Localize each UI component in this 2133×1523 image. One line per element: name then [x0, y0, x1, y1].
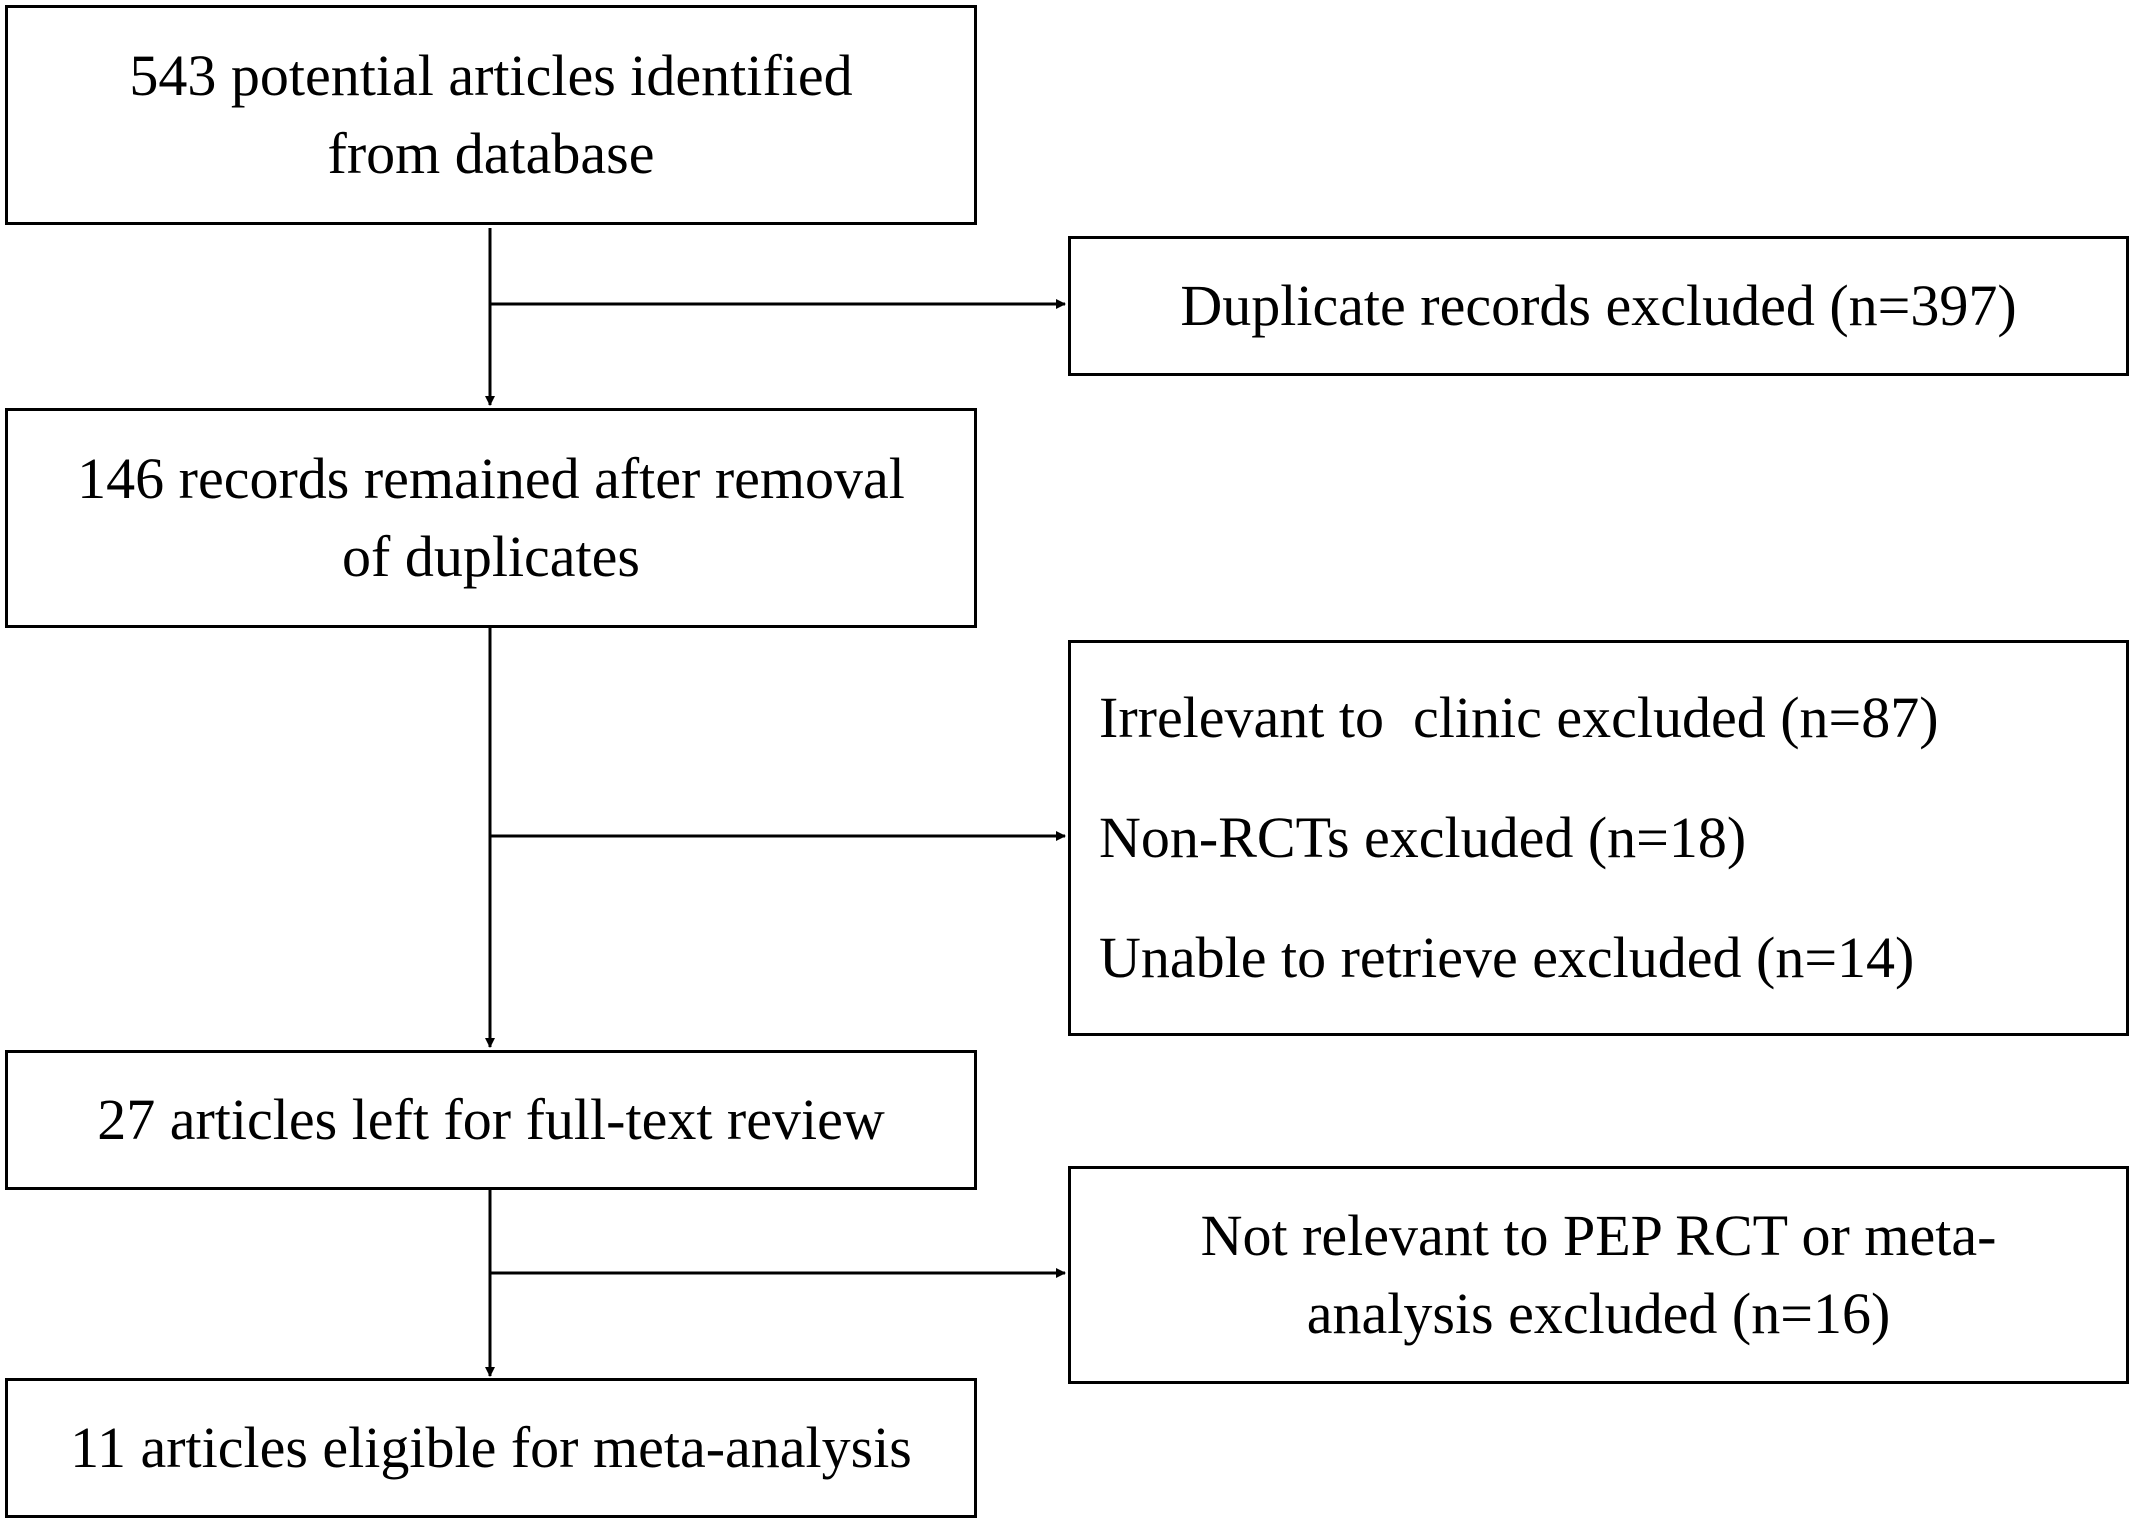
identified-line-1: 543 potential articles identified — [129, 43, 853, 108]
after-duplicates-box: 146 records remained after removal of du… — [5, 408, 977, 628]
full-text-box: 27 articles left for full-text review — [5, 1050, 977, 1190]
screening-excluded-line-2: Non-RCTs excluded (n=18) — [1099, 805, 1747, 870]
screening-excluded-line-1: Irrelevant to clinic excluded (n=87) — [1099, 685, 1939, 750]
full-text-line-1: 27 articles left for full-text review — [97, 1087, 885, 1152]
screening-excluded-line-3: Unable to retrieve excluded (n=14) — [1099, 925, 1915, 990]
screening-excluded-box: Irrelevant to clinic excluded (n=87) Non… — [1068, 640, 2129, 1036]
full-text-excluded-box: Not relevant to PEP RCT or meta- analysi… — [1068, 1166, 2129, 1384]
after-duplicates-line-1: 146 records remained after removal — [77, 446, 905, 511]
duplicates-excluded-line-1: Duplicate records excluded (n=397) — [1180, 273, 2017, 338]
identified-line-2: from database — [327, 121, 655, 186]
eligible-line-1: 11 articles eligible for meta-analysis — [70, 1415, 912, 1480]
full-text-excluded-line-1: Not relevant to PEP RCT or meta- — [1200, 1203, 1997, 1268]
eligible-box: 11 articles eligible for meta-analysis — [5, 1378, 977, 1518]
full-text-excluded-line-2: analysis excluded (n=16) — [1306, 1281, 1891, 1346]
identified-box: 543 potential articles identified from d… — [5, 5, 977, 225]
after-duplicates-line-2: of duplicates — [342, 524, 640, 589]
duplicates-excluded-box: Duplicate records excluded (n=397) — [1068, 236, 2129, 376]
